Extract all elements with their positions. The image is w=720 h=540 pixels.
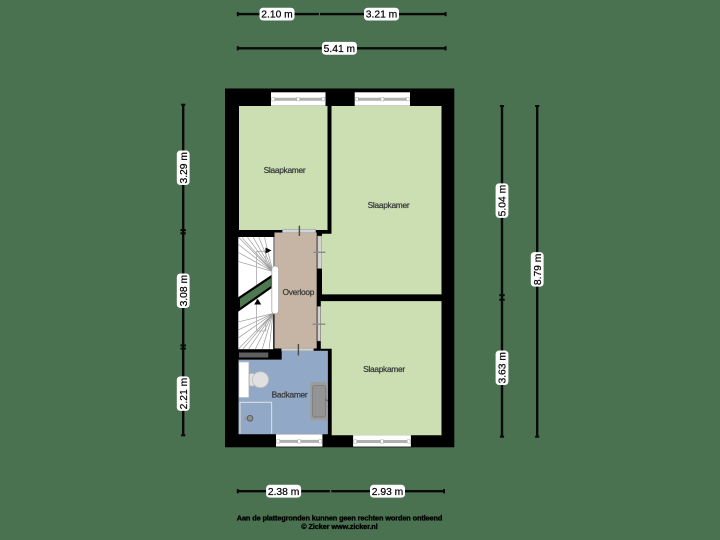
svg-text:3.29 m: 3.29 m — [179, 152, 190, 183]
svg-text:Badkamer: Badkamer — [272, 390, 308, 400]
svg-text:Slaapkamer: Slaapkamer — [264, 165, 306, 175]
svg-text:5.41 m: 5.41 m — [324, 44, 355, 55]
svg-text:8.79 m: 8.79 m — [533, 254, 544, 285]
svg-text:Overloop: Overloop — [283, 287, 315, 297]
svg-text:2.38 m: 2.38 m — [268, 487, 299, 498]
svg-text:3.08 m: 3.08 m — [179, 275, 190, 306]
svg-text:2.10 m: 2.10 m — [261, 10, 292, 21]
svg-text:© Zicker www.zicker.nl: © Zicker www.zicker.nl — [301, 522, 377, 531]
svg-text:Slaapkamer: Slaapkamer — [363, 364, 405, 374]
svg-text:3.21 m: 3.21 m — [366, 10, 397, 21]
svg-text:3.63 m: 3.63 m — [498, 352, 509, 383]
svg-text:2.21 m: 2.21 m — [179, 378, 190, 409]
svg-text:Aan de plattegronden kunnen ge: Aan de plattegronden kunnen geen rechten… — [237, 513, 442, 522]
svg-text:2.93 m: 2.93 m — [372, 487, 403, 498]
svg-text:5.04 m: 5.04 m — [498, 185, 509, 216]
svg-text:Slaapkamer: Slaapkamer — [368, 200, 410, 210]
